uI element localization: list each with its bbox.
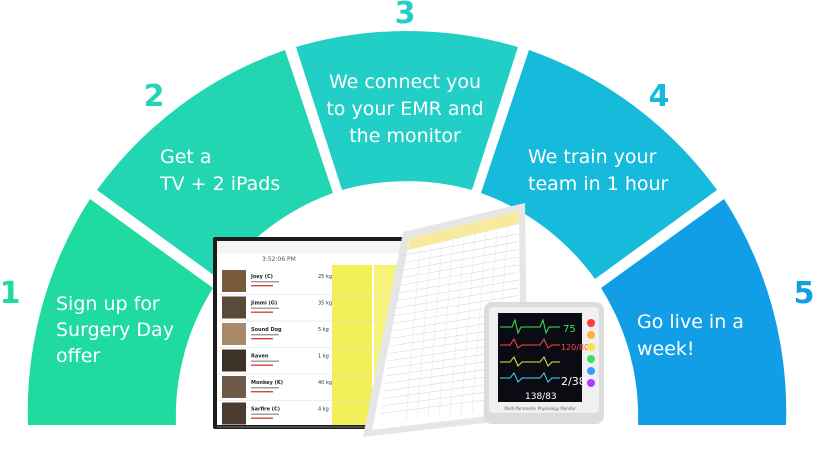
tablet-grid-col <box>427 242 443 418</box>
tv-patient-photo <box>222 296 246 319</box>
monitor-readout-3: 2/38 <box>561 375 586 388</box>
step-3-number: 3 <box>395 0 416 31</box>
tablet-grid-col <box>449 237 465 416</box>
step-2-line-1: Get a <box>160 146 212 168</box>
tv-patient-photo <box>222 323 246 345</box>
tablet-grid-row <box>396 264 519 287</box>
tv-patient-name: Raven <box>251 354 269 360</box>
tv-patient-detail-line <box>251 364 273 366</box>
tv-patient-name: Joey (C) <box>250 274 273 280</box>
step-4-segment <box>481 50 717 279</box>
tv-patient-detail-line <box>251 334 279 336</box>
tablet-grid-col <box>471 232 487 413</box>
tv-patient-detail-line <box>251 360 279 362</box>
tv-patient-weight: 4 kg <box>318 407 329 413</box>
tv-patient-detail-line <box>251 417 273 419</box>
tv-patient-weight: 1 kg <box>318 354 329 360</box>
step-2-text: Get a TV + 2 iPads <box>159 146 280 195</box>
step-3-line-2: to your EMR and <box>326 98 483 120</box>
tv-display: 3:52:06 PM Joey (C) 25 kg Jimmi (G) 35 kg So… <box>213 237 411 429</box>
step-3-segment <box>296 30 518 190</box>
step-3-line-1: We connect you <box>329 71 481 93</box>
monitor-readout-4: 138/83 <box>525 392 557 402</box>
tv-patient-name: Sound Dog <box>251 327 282 333</box>
step-2-number: 2 <box>144 79 165 114</box>
tv-patient-detail-line <box>251 391 273 393</box>
step-1-segment <box>27 199 213 425</box>
tv-patient-detail-line <box>251 285 273 287</box>
step-4-line-2: team in 1 hour <box>528 173 669 195</box>
tv-patient-detail-line <box>251 307 279 309</box>
step-5-text: Go live in a week! <box>637 311 744 360</box>
tablet-grid-row <box>392 295 519 317</box>
tv-patient-detail-line <box>251 281 279 283</box>
tv-patient-detail-line <box>251 387 279 389</box>
tv-patient-weight: 25 kg <box>318 274 332 280</box>
tablet-grid-row <box>393 287 519 309</box>
step-5-segment <box>601 199 787 425</box>
step-5-number: 5 <box>794 276 814 311</box>
tv-patient-weight: 35 kg <box>318 301 332 307</box>
tv-patient-photo <box>222 270 246 292</box>
step-5-line-1: Go live in a <box>637 311 744 333</box>
tv-patient-name: Sarfire (C) <box>251 407 280 413</box>
patient-monitor: 75 120/80 2/38 138/83 Multi-Parameter Ph… <box>484 302 604 424</box>
tv-patient-photo <box>222 376 246 398</box>
step-1-line-1: Sign up for <box>56 293 160 315</box>
tv-patient-photo <box>222 349 246 372</box>
arc-segments <box>27 30 787 425</box>
monitor-readout-1: 75 <box>563 324 576 335</box>
step-4-line-1: We train your <box>528 146 657 168</box>
tablet-grid-col <box>460 234 476 415</box>
step-4-number: 4 <box>649 79 670 114</box>
tv-patient-rows: Joey (C) 25 kg Jimmi (G) 35 kg Sound Dog 5 kg… <box>217 270 407 428</box>
tablet-grid-col <box>405 247 421 421</box>
step-4-text: We train your team in 1 hour <box>528 146 669 195</box>
tv-patient-name: Monkey (K) <box>251 380 283 386</box>
tv-clock: 3:52:06 PM <box>262 256 296 263</box>
tv-patient-photo <box>222 402 246 425</box>
tv-patient-name: Jimmi (G) <box>250 301 277 307</box>
step-2-line-2: TV + 2 iPads <box>159 173 280 195</box>
step-5-line-2: week! <box>637 338 695 360</box>
tv-patient-detail-line <box>251 311 273 313</box>
tablet-grid-col <box>438 240 454 417</box>
step-3-text: We connect you to your EMR and the monit… <box>326 71 483 147</box>
step-1-number: 1 <box>0 276 20 311</box>
monitor-brand: Multi-Parameter Physiology Monitor <box>504 406 576 411</box>
tablet-grid-row <box>397 256 519 279</box>
tv-patient-detail-line <box>251 338 273 340</box>
tablet-grid-row <box>395 272 519 294</box>
step-1-text: Sign up for Surgery Day offer <box>56 293 174 367</box>
step-2-segment <box>97 50 333 279</box>
step-3-line-3: the monitor <box>349 125 461 147</box>
tv-patient-weight: 5 kg <box>318 327 329 333</box>
tablet-grid-col <box>416 245 432 419</box>
monitor-readout-2: 120/80 <box>561 343 589 352</box>
tv-patient-weight: 40 kg <box>318 380 332 386</box>
tablet-grid-row <box>394 279 519 302</box>
step-1-line-3: offer <box>56 345 100 367</box>
step-1-line-2: Surgery Day <box>56 319 174 341</box>
tv-patient-detail-line <box>251 413 279 415</box>
